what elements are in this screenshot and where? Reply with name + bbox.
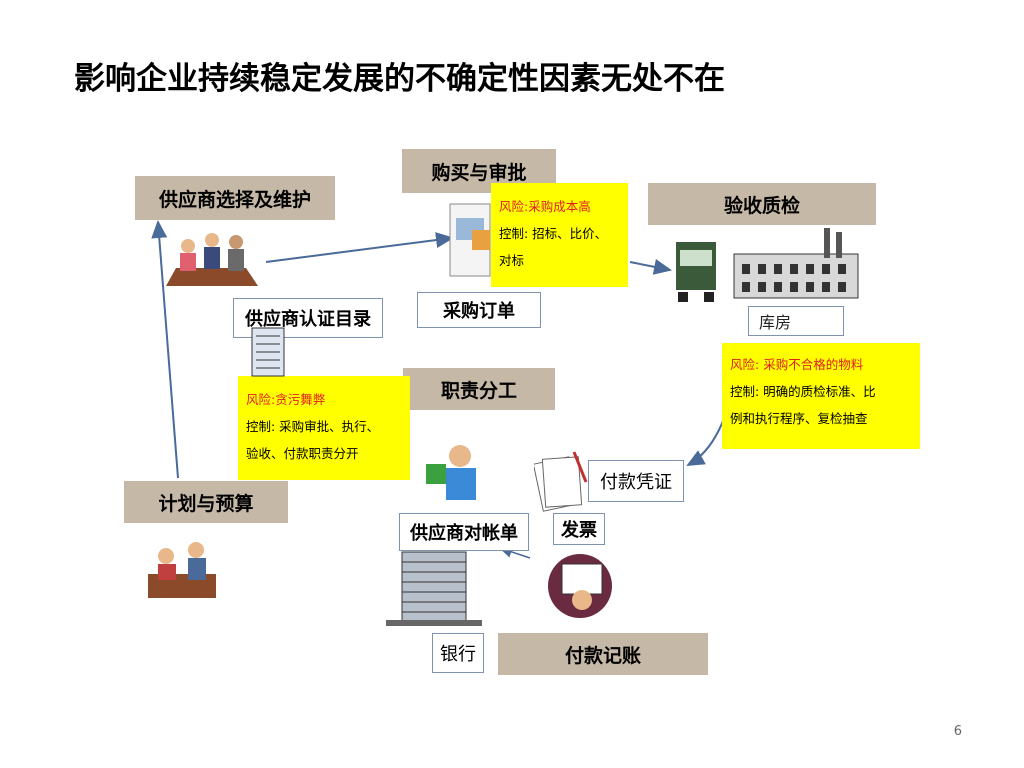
box-invoice: 发票 — [553, 513, 605, 545]
documents-pen-icon — [534, 451, 588, 512]
control-line: 验收、付款职责分开 — [246, 446, 359, 461]
accountant-icon — [548, 554, 612, 618]
control-line: 控制: 采购审批、执行、 — [246, 419, 380, 434]
risk-label: 风险: — [499, 199, 529, 214]
arrow-order-to-inspection — [629, 259, 672, 275]
man-with-money-icon — [426, 445, 476, 500]
box-warehouse: 库房 — [748, 306, 844, 336]
binder-icon — [251, 327, 285, 377]
box-duty-separation: 职责分工 — [403, 368, 555, 410]
control-line: 例和执行程序、复检抽查 — [730, 411, 868, 426]
page-title: 影响企业持续稳定发展的不确定性因素无处不在 — [74, 61, 725, 97]
document-scroll-icon — [449, 203, 491, 277]
risk-label: 风险: — [246, 392, 276, 407]
control-line: 控制: 明确的质检标准、比 — [730, 384, 876, 399]
risk-label: 风险: — [730, 357, 760, 372]
risk-box-quality: 风险: 采购不合格的物料 控制: 明确的质检标准、比 例和执行程序、复检抽查 — [722, 343, 920, 449]
risk-box-fraud: 风险:贪污舞弊 控制: 采购审批、执行、 验收、付款职责分开 — [238, 376, 410, 480]
risk-text: 采购不合格的物料 — [763, 357, 864, 372]
box-plan-budget: 计划与预算 — [124, 481, 288, 523]
box-inspection: 验收质检 — [648, 183, 876, 225]
box-bank: 银行 — [432, 633, 484, 673]
control-line: 对标 — [499, 253, 525, 268]
box-payment-record: 付款记账 — [498, 633, 708, 675]
box-payment-voucher: 付款凭证 — [588, 460, 684, 502]
box-supplier-select: 供应商选择及维护 — [135, 176, 335, 220]
arrow-supplier-to-purchase — [265, 232, 454, 263]
truck-icon — [676, 242, 716, 302]
arrow-budget-to-supplier — [151, 220, 179, 479]
factory-icon — [733, 228, 859, 299]
office-workers-icon — [148, 542, 216, 598]
risk-box-purchase: 风险:采购成本高 控制: 招标、比价、 对标 — [491, 183, 628, 287]
meeting-people-icon — [166, 233, 258, 286]
box-statement: 供应商对帐单 — [399, 513, 529, 551]
box-purchase-order: 采购订单 — [417, 292, 541, 328]
page-number: 6 — [953, 724, 962, 739]
risk-text: 采购成本高 — [528, 199, 591, 214]
control-line: 控制: 招标、比价、 — [499, 226, 608, 241]
risk-text: 贪污舞弊 — [275, 392, 326, 407]
bank-building-icon — [386, 551, 482, 626]
